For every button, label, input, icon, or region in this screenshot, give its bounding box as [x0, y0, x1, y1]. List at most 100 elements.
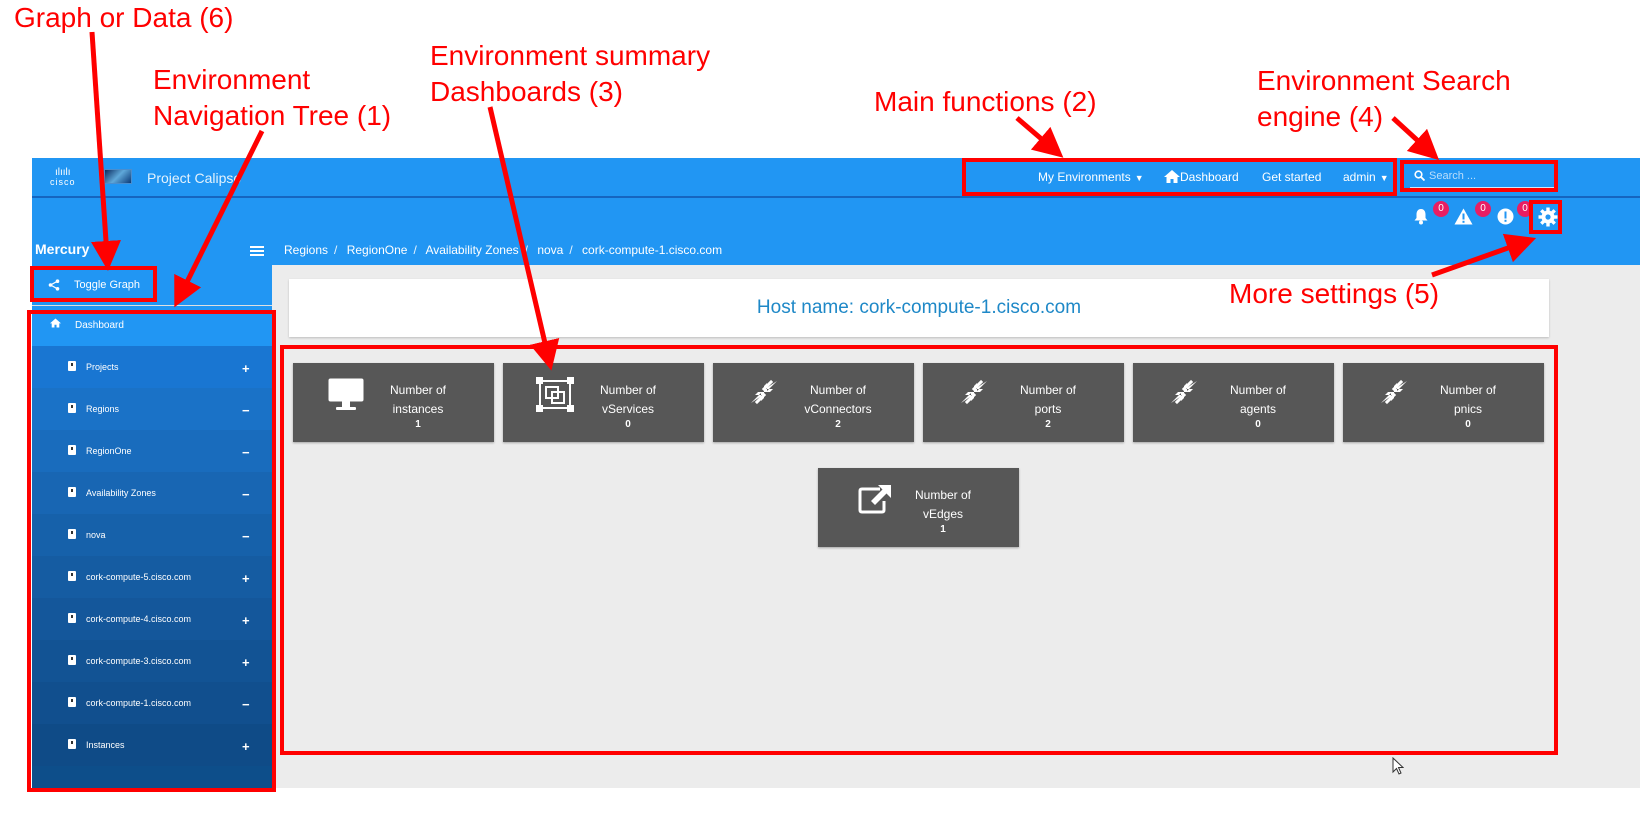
tile-value: 0 — [1465, 419, 1471, 430]
breadcrumb-separator: / — [569, 243, 573, 257]
bell-icon[interactable] — [1413, 208, 1429, 225]
document-icon — [68, 613, 76, 623]
document-icon — [68, 403, 76, 413]
arrow-navigation-tree — [174, 129, 265, 308]
arrow-more-settings — [1431, 233, 1537, 278]
arrow-main-functions — [1015, 116, 1064, 158]
collapse-icon[interactable]: − — [242, 697, 250, 712]
tree-item-label: Projects — [86, 362, 119, 372]
bell-badge: 0 — [1433, 201, 1449, 217]
annotation-summary-line1: Environment summary — [430, 40, 711, 71]
breadcrumb-current-host: cork-compute-1.cisco.com — [582, 243, 723, 257]
collapse-icon[interactable]: − — [242, 445, 250, 460]
dashboard-nav-link[interactable]: Dashboard — [1164, 170, 1239, 184]
tile-value: 1 — [940, 524, 946, 535]
user-menu-dropdown[interactable]: admin▼ — [1343, 170, 1389, 184]
warning-icon[interactable] — [1454, 208, 1473, 225]
compress-arrows-icon — [961, 379, 987, 405]
expand-icon[interactable]: + — [242, 739, 250, 754]
annotation-graph-or-data: Graph or Data (6) — [14, 2, 234, 33]
home-icon — [50, 318, 61, 328]
navbar-divider — [32, 196, 1640, 198]
collapse-icon[interactable]: − — [242, 403, 250, 418]
sidebar-divider — [32, 305, 272, 306]
error-icon[interactable] — [1497, 208, 1514, 225]
hamburger-menu-icon[interactable] — [250, 246, 264, 256]
cisco-logo: ılıılı cisco — [50, 167, 76, 188]
breadcrumb-separator: / — [524, 243, 528, 257]
gear-icon[interactable] — [1538, 207, 1558, 227]
breadcrumb-regions[interactable]: Regions — [284, 243, 329, 257]
mouse-cursor-icon — [1392, 757, 1404, 775]
tree-item-cork-compute-1[interactable]: cork-compute-1.cisco.com − — [32, 682, 272, 724]
get-started-link[interactable]: Get started — [1262, 170, 1322, 184]
monitor-icon — [328, 378, 364, 410]
tile-value: 0 — [1255, 419, 1261, 430]
tree-item-label: cork-compute-1.cisco.com — [86, 698, 192, 708]
tree-item-regionone[interactable]: RegionOne − — [32, 430, 272, 472]
vservice-icon — [536, 377, 574, 412]
sidebar-header: Mercury — [32, 235, 272, 265]
tree-item-nova[interactable]: nova − — [32, 514, 272, 556]
expand-icon[interactable]: + — [242, 361, 250, 376]
tree-item-cork-compute-3[interactable]: cork-compute-3.cisco.com + — [32, 640, 272, 682]
warning-badge: 0 — [1475, 201, 1491, 217]
top-navbar: ılıılı cisco Project Calipso My Environm… — [32, 158, 1640, 198]
tree-item-projects[interactable]: Projects + — [32, 346, 272, 388]
breadcrumb-nova[interactable]: nova — [537, 243, 564, 257]
environment-name: Mercury — [35, 241, 90, 257]
main-functions-highlight — [962, 158, 1397, 196]
breadcrumb-separator: / — [413, 243, 417, 257]
tree-item-cork-compute-5[interactable]: cork-compute-5.cisco.com + — [32, 556, 272, 598]
expand-icon[interactable]: + — [242, 655, 250, 670]
collapse-icon[interactable]: − — [242, 529, 250, 544]
document-icon — [68, 571, 76, 581]
host-name-label: Host name: cork-compute-1.cisco.com — [756, 297, 1082, 318]
arrow-search — [1391, 116, 1440, 161]
tree-item-cork-compute-4[interactable]: cork-compute-4.cisco.com + — [32, 598, 272, 640]
caret-down-icon: ▼ — [1134, 173, 1144, 183]
my-environments-dropdown[interactable]: My Environments▼ — [1038, 170, 1144, 184]
app-window: ılıılı cisco Project Calipso My Environm… — [32, 158, 1640, 788]
annotation-search-line2: engine (4) — [1257, 101, 1384, 132]
tree-item-label: Availability Zones — [86, 488, 156, 498]
collapse-icon[interactable]: − — [242, 487, 250, 502]
toggle-graph-button[interactable]: Toggle Graph — [38, 272, 152, 298]
tree-item-label: Instances — [86, 740, 125, 750]
tree-item-label: cork-compute-5.cisco.com — [86, 572, 192, 582]
document-icon — [68, 529, 76, 539]
tile-value: 1 — [415, 419, 421, 430]
document-icon — [68, 445, 76, 455]
search-highlight — [1400, 160, 1558, 192]
tile-value: 0 — [625, 419, 631, 430]
expand-icon[interactable]: + — [242, 571, 250, 586]
tree-item-availability-zones[interactable]: Availability Zones − — [32, 472, 272, 514]
tile-value: 2 — [1045, 419, 1051, 430]
breadcrumb-availability-zones[interactable]: Availability Zones — [425, 243, 519, 257]
dashboards-highlight — [280, 345, 1558, 755]
expand-icon[interactable]: + — [242, 613, 250, 628]
search-input[interactable]: Search ... — [1410, 166, 1554, 188]
arrow-summary-dashboards — [487, 106, 560, 371]
tree-item-label: nova — [86, 530, 106, 540]
arrow-graph-or-data — [89, 31, 121, 271]
navigation-tree-highlight — [27, 310, 276, 792]
document-icon — [68, 655, 76, 665]
tree-item-label: Regions — [86, 404, 120, 414]
tree-item-instances[interactable]: Instances + — [32, 724, 272, 766]
tree-item-regions[interactable]: Regions − — [32, 388, 272, 430]
breadcrumb-regionone[interactable]: RegionOne — [346, 243, 408, 257]
compress-arrows-icon — [751, 379, 777, 405]
